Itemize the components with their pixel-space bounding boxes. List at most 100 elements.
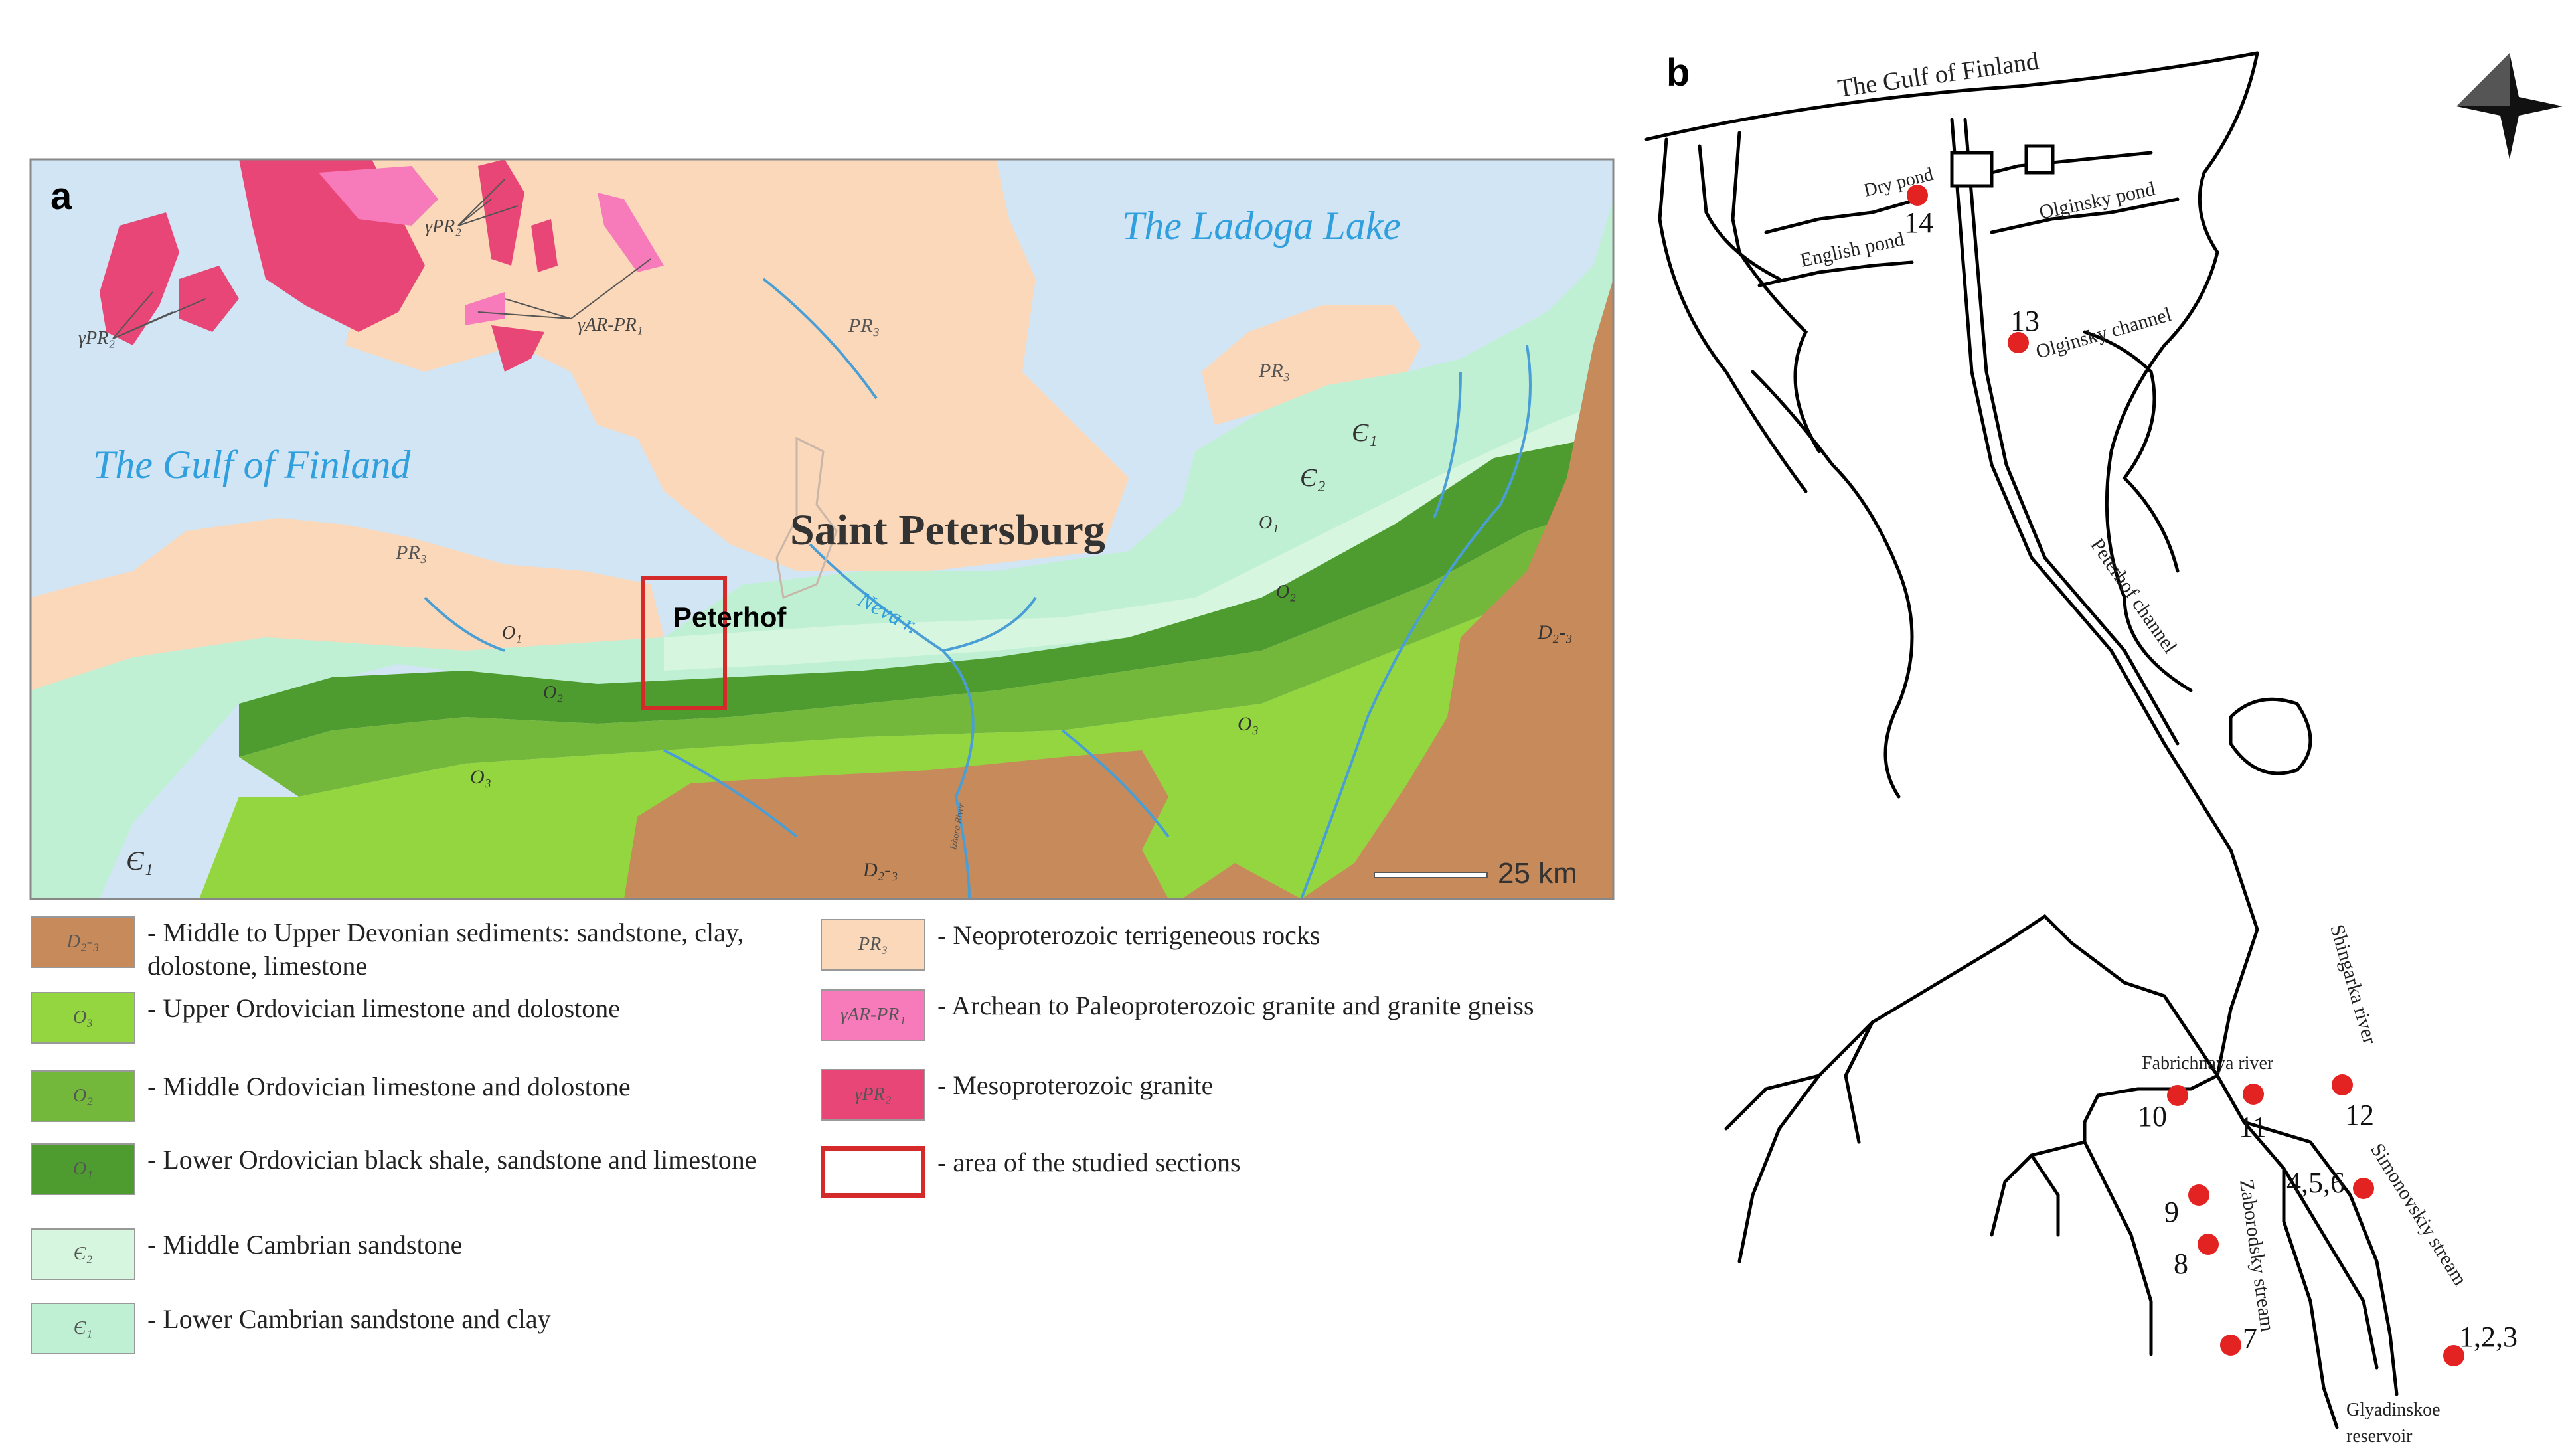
pr3-east (1202, 305, 1421, 425)
granite-body-6 (491, 325, 544, 372)
city-outline (775, 436, 838, 600)
site-marker-10 (2167, 1085, 2188, 1106)
legend-label: - Middle Cambrian sandstone (147, 1230, 463, 1259)
hydrographic-map: 14 13 12 11 10 9 8 7 4,5,6 1,2,3 The Gul… (1644, 47, 2563, 1447)
site-label-1-2-3: 1,2,3 (2459, 1321, 2518, 1353)
studied-area-box (641, 576, 727, 710)
label-pr3-east: PR₃ (1258, 360, 1290, 382)
label-d-east: D₂-₃ (1537, 621, 1573, 643)
granite-body-2 (100, 212, 179, 345)
label-c2: Є₂ (1300, 464, 1326, 492)
site-label-7: 7 (2243, 1322, 2257, 1354)
granite-body-3 (179, 266, 239, 332)
label-olginsky-pond: Olginsky pond (2038, 178, 2157, 224)
label-simonovskiy: Simonovskiy stream (2366, 1139, 2471, 1289)
label-o2-east: O₂ (1276, 582, 1296, 602)
label-shingarka: Shingarka river (2326, 922, 2381, 1047)
site-marker-13 (2008, 332, 2029, 353)
legend-code: Є₂ (73, 1244, 93, 1264)
compass-rose-icon (2456, 53, 2563, 159)
legend-item-gneiss: γAR-PR₁ - Archean to Paleoproterozoic gr… (821, 989, 1611, 1041)
site-marker-4-5-6 (2353, 1178, 2374, 1199)
label-city: Saint Petersburg (790, 506, 1105, 554)
label-olginsky-channel: Olginsky channel (2034, 303, 2174, 363)
ordovician-o3-area (199, 571, 1613, 899)
label-o3-east: O₃ (1238, 713, 1259, 735)
legend-code: Є₁ (73, 1318, 93, 1338)
legend-swatch: Є₁ (31, 1303, 135, 1354)
legend-label: - area of the studied sections (937, 1147, 1241, 1177)
legend-label: - Lower Cambrian sandstone and clay (147, 1304, 551, 1334)
legend-item-studied-area: - area of the studied sections (821, 1146, 1611, 1198)
site-label-11: 11 (2239, 1111, 2267, 1143)
label-o1-west: O₁ (502, 623, 522, 643)
site-label-10: 10 (2138, 1100, 2167, 1133)
site-marker-7 (2220, 1335, 2241, 1356)
label-o1-east: O₁ (1259, 513, 1279, 533)
legend-code: O₂ (73, 1086, 93, 1106)
gneiss-body-1 (319, 166, 438, 226)
panel-a: The Ladoga Lake The Gulf of Finland Sain… (29, 158, 1615, 1354)
devonian-patch (1182, 863, 1301, 899)
legend-label: - Mesoproterozoic granite (937, 1070, 1214, 1100)
legend-label: - Middle Ordovician limestone and dolost… (147, 1072, 631, 1101)
legend-item-c2: Є₂ - Middle Cambrian sandstone (31, 1228, 807, 1280)
site-marker-8 (2198, 1234, 2219, 1255)
legend-code: PR₃ (858, 934, 888, 955)
panel-a-letter: a (50, 175, 72, 218)
legend-label: - Lower Ordovician black shale, sandston… (147, 1145, 757, 1174)
legend-swatch: O₃ (31, 992, 135, 1044)
sample-sites (1907, 185, 2464, 1366)
legend-swatch: PR₃ (821, 919, 925, 971)
devonian-area-east (1301, 279, 1613, 899)
label-ladoga: The Ladoga Lake (1122, 204, 1401, 248)
legend-swatch (821, 1146, 925, 1198)
label-peterhof: Peterhof (673, 602, 787, 633)
granite-body-5 (531, 219, 558, 272)
label-gamma-ar: γAR-PR₁ (578, 315, 643, 335)
site-label-13: 13 (2010, 305, 2040, 337)
panel-b: 14 13 12 11 10 9 8 7 4,5,6 1,2,3 The Gul… (1620, 0, 2564, 1456)
label-fabrichnaya: Fabrichnaya river (2142, 1053, 2274, 1074)
legend-item-o3: O₃ - Upper Ordovician limestone and dolo… (31, 992, 807, 1044)
legend-code: O₁ (73, 1159, 93, 1179)
site-marker-12 (2332, 1074, 2353, 1095)
map-frame (29, 158, 1615, 900)
legend-swatch: O₂ (31, 1070, 135, 1122)
channel-lines (1644, 51, 2399, 1429)
legend-label: - Middle to Upper Devonian sediments: sa… (147, 918, 744, 981)
label-d-south: D₂-₃ (862, 859, 898, 881)
site-label-8: 8 (2174, 1248, 2188, 1280)
legend-item-granite: γPR₂ - Mesoproterozoic granite (821, 1069, 1611, 1121)
pr3-karelia (285, 159, 1129, 571)
site-marker-9 (2188, 1184, 2209, 1206)
legend-item-c1: Є₁ - Lower Cambrian sandstone and clay (31, 1303, 807, 1354)
site-label-12: 12 (2345, 1099, 2374, 1131)
legend-swatch: Є₂ (31, 1228, 135, 1280)
river-network (424, 278, 1532, 899)
gneiss-body-3 (598, 193, 664, 272)
site-marker-14 (1907, 185, 1928, 206)
label-zaborodsky: Zaborodsky stream (2235, 1178, 2279, 1333)
label-pr3-south: PR₃ (395, 542, 427, 564)
label-gamma-pr-top: γPR₂ (425, 216, 461, 237)
label-gulf-a: The Gulf of Finland (93, 443, 411, 487)
label-scale: 25 km (1498, 857, 1577, 890)
legend-swatch: D₂-₃ (31, 916, 135, 968)
geological-map: The Ladoga Lake The Gulf of Finland Sain… (29, 158, 1615, 900)
legend-item-pr3: PR₃ - Neoproterozoic terrigeneous rocks (821, 919, 1611, 971)
site-marker-11 (2243, 1084, 2264, 1105)
ordovician-o2-band (239, 505, 1613, 797)
label-reservoir: reservoir (2346, 1426, 2413, 1447)
label-c1-sw: Є₁ (126, 846, 153, 876)
legend-label: - Upper Ordovician limestone and dolosto… (147, 993, 621, 1023)
legend-swatch: O₁ (31, 1143, 135, 1195)
legend-code: O₃ (73, 1007, 93, 1028)
legend-code: γAR-PR₁ (840, 1005, 906, 1025)
dry-pond-square (1950, 151, 1994, 188)
devonian-area-south (624, 750, 1168, 899)
label-gamma-pr-left: γPR₂ (78, 328, 115, 349)
legend-code: D₂-₃ (66, 931, 100, 952)
legend-item-o2: O₂ - Middle Ordovician limestone and dol… (31, 1070, 807, 1122)
label-pr3-north: PR₃ (848, 315, 880, 337)
